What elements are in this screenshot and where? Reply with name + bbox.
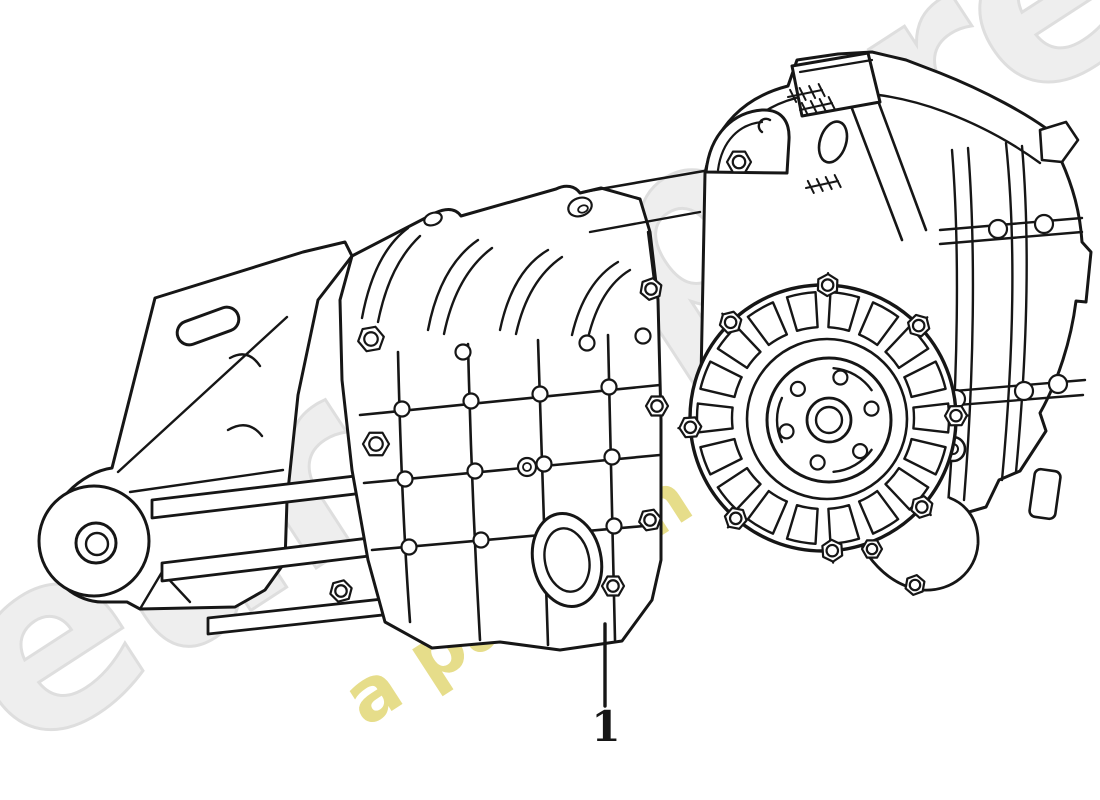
clutch-rim-bolts: [677, 271, 970, 564]
clutch-disc: [677, 271, 970, 564]
hub-plate-arcs: [775, 366, 873, 474]
rib-intersection-bosses: [393, 327, 652, 556]
fastener-bolts: [329, 150, 926, 603]
mount-bracket: [37, 240, 354, 611]
top-mount: [704, 51, 882, 194]
hub-bolt-holes: [778, 369, 880, 471]
part-callout-1[interactable]: 1: [591, 702, 621, 751]
threaded-studs: [787, 83, 842, 194]
clutch-cooling-slots: [695, 291, 951, 545]
gearbox-housing: [338, 169, 706, 652]
